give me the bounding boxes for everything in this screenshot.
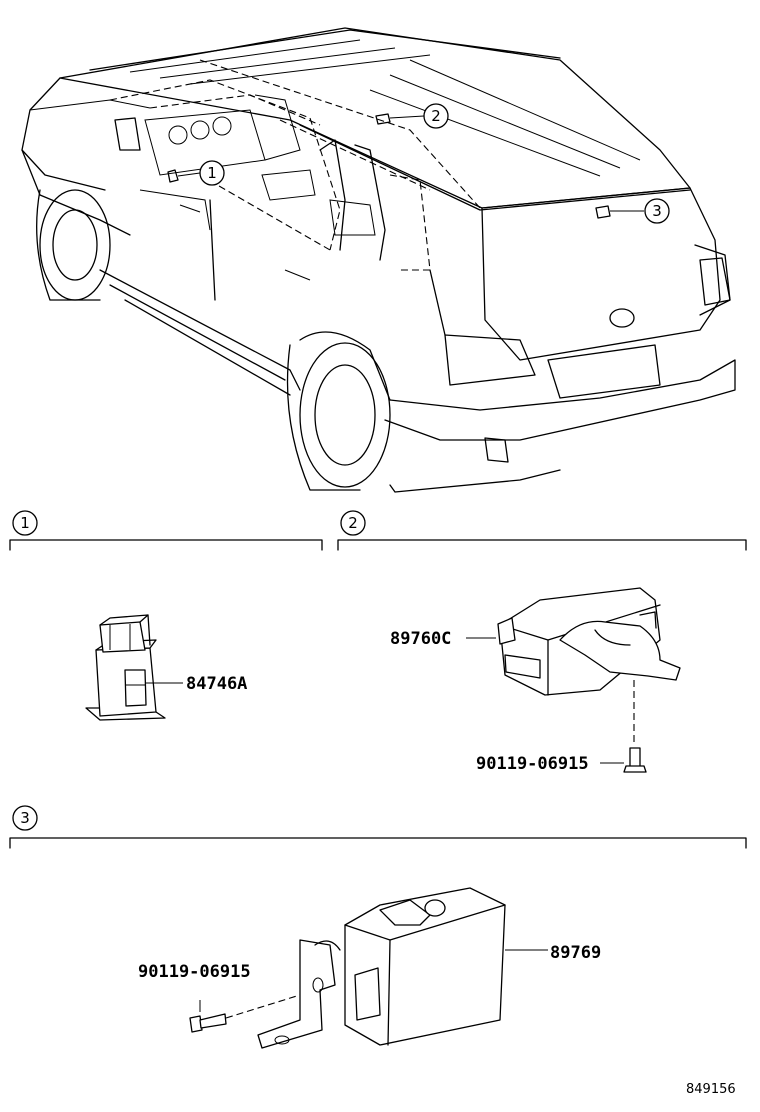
label-89769: 89769 bbox=[550, 943, 601, 963]
label-90119-06915-bottom: 90119-06915 bbox=[138, 962, 251, 982]
svg-text:2: 2 bbox=[348, 514, 358, 532]
callout-2: 2 bbox=[423, 103, 449, 129]
svg-text:2: 2 bbox=[431, 107, 441, 125]
svg-text:1: 1 bbox=[207, 164, 217, 182]
section-1-header: 1 bbox=[9, 510, 323, 551]
illustration-number: 849156 bbox=[686, 1082, 736, 1097]
vehicle-illustration bbox=[21, 27, 736, 493]
part-89769-ecu bbox=[189, 887, 548, 1049]
svg-text:3: 3 bbox=[652, 202, 662, 220]
part-84746a-switch bbox=[85, 614, 183, 721]
svg-text:1: 1 bbox=[20, 514, 30, 532]
svg-text:3: 3 bbox=[20, 809, 30, 827]
label-89760c: 89760C bbox=[390, 629, 451, 649]
label-90119-06915-top: 90119-06915 bbox=[476, 754, 589, 774]
section-3-header: 3 bbox=[9, 805, 747, 849]
callout-3: 3 bbox=[644, 198, 670, 224]
part-89760c-sensor-module bbox=[466, 587, 681, 773]
callout-1: 1 bbox=[199, 160, 225, 186]
label-84746a: 84746A bbox=[186, 674, 247, 694]
section-2-header: 2 bbox=[337, 510, 747, 551]
